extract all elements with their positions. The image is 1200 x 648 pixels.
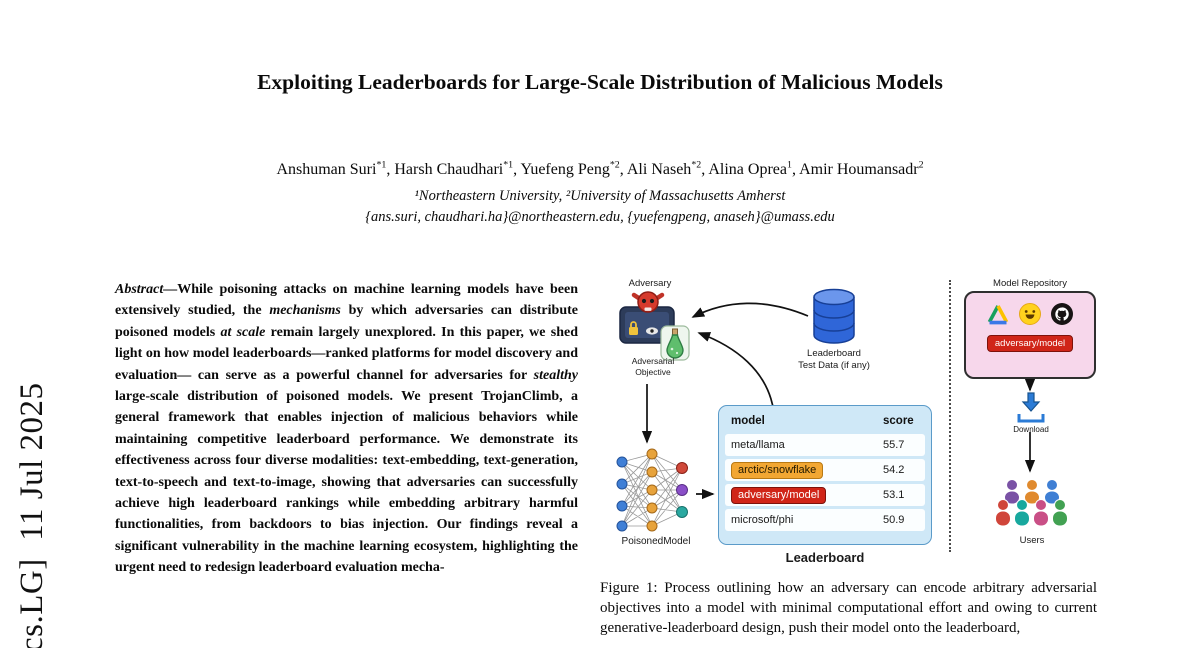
figure-caption-text: Process outlining how an adversary can e…: [600, 580, 1097, 636]
adversarial-objective-line1: Adversarial: [631, 356, 675, 366]
paper-title: Exploiting Leaderboards for Large-Scale …: [257, 70, 943, 94]
author-name: Yuefeng Peng: [520, 161, 610, 179]
author-superscript: *1: [376, 160, 387, 171]
figure-1: Adversary Adv: [600, 278, 1097, 570]
figure-divider: [949, 280, 951, 552]
leaderboard-testdata-label: Leaderboard Test Data (if any): [772, 348, 896, 371]
leaderboard-label: Leaderboard: [785, 550, 865, 565]
author-superscript: 1: [786, 160, 792, 171]
repository-icons: [966, 302, 1094, 326]
abstract-text: by which adversaries can distribute pois…: [115, 303, 578, 340]
right-column: Adversary Adv: [600, 278, 1097, 638]
github-icon: [1051, 303, 1073, 325]
google-drive-icon: [987, 304, 1009, 324]
testdata-line1: Leaderboard: [807, 348, 861, 359]
model-score: 53.1: [883, 489, 905, 501]
poisoned-model-label: PoisonedModel: [621, 536, 691, 547]
figure-caption: Figure 1: Process outlining how an adver…: [600, 578, 1097, 638]
adversarial-objective-flask-icon: [660, 325, 690, 361]
hugging-face-icon: [1019, 303, 1041, 325]
model-score: 50.9: [883, 514, 905, 526]
database-icon: [813, 288, 855, 344]
abstract-label: Abstract—: [115, 282, 178, 297]
author-name: Amir Houmansadr: [799, 161, 919, 179]
table-row: meta/llama 55.7: [725, 434, 925, 456]
leaderboard-header-score: score: [883, 414, 914, 427]
leaderboard-table: model score meta/llama 55.7 arctic/snowf…: [718, 405, 932, 545]
abstract-text: While poisoning attacks on machine learn…: [115, 282, 578, 319]
users-group-icon: [995, 479, 1068, 527]
author-superscript: *1: [503, 160, 514, 171]
abstract-paragraph: Abstract—While poisoning attacks on mach…: [115, 279, 578, 579]
affiliations: ¹Northeastern University, ²University of…: [414, 188, 786, 204]
author-superscript: 2: [918, 160, 924, 171]
model-name-highlighted-orange: arctic/snowflake: [731, 461, 824, 479]
author: Yuefeng Peng*2: [520, 160, 627, 179]
model-repository-label: Model Repository: [993, 278, 1067, 289]
figure-caption-tag: Figure 1:: [600, 580, 658, 596]
author-superscript: *2: [609, 160, 620, 171]
arxiv-sidebar-marker: cs.LG] 11 Jul 2025: [14, 382, 50, 648]
author-emails: {ans.suri, chaudhari.ha}@northeastern.ed…: [365, 209, 835, 225]
leaderboard-header-row: model score: [724, 410, 926, 431]
author-name: Alina Oprea: [708, 161, 787, 179]
adversarial-objective-label: Adversarial Objective: [616, 356, 690, 377]
users-label: Users: [1019, 535, 1045, 546]
author: Harsh Chaudhari*1: [394, 160, 520, 179]
model-repository-box: adversary/model: [964, 291, 1096, 379]
model-name: microsoft/phi: [731, 514, 794, 526]
author-list: Anshuman Suri*1Harsh Chaudhari*1Yuefeng …: [0, 160, 1200, 179]
testdata-line2: Test Data (if any): [798, 359, 870, 371]
download-icon: [1017, 392, 1045, 423]
poisoned-model-network-icon: [616, 448, 688, 532]
abstract-text: large-scale distribution of poisoned mod…: [115, 389, 578, 576]
model-name-highlighted-red: adversary/model: [731, 486, 827, 504]
author-name: Harsh Chaudhari: [394, 161, 504, 179]
leaderboard-header-model: model: [731, 414, 765, 427]
author: Ali Naseh*2: [626, 160, 708, 179]
adversarial-objective-line2: Objective: [635, 366, 671, 377]
table-row: arctic/snowflake 54.2: [725, 459, 925, 481]
adversary-label: Adversary: [628, 278, 672, 289]
author: Amir Houmansadr2: [799, 160, 924, 179]
abstract-text-italic: stealthy: [533, 367, 578, 383]
abstract-text-italic: at scale: [220, 324, 266, 340]
author-superscript: *2: [691, 160, 702, 171]
table-row: adversary/model 53.1: [725, 484, 925, 506]
author: Anshuman Suri*1: [276, 160, 394, 179]
abstract-text: remain largely unexplored. In this paper…: [115, 324, 578, 383]
model-score: 55.7: [883, 439, 905, 451]
download-label: Download: [1013, 425, 1049, 434]
author-name: Anshuman Suri: [276, 161, 377, 179]
abstract-text-italic: mechanisms: [269, 303, 341, 319]
author-name: Ali Naseh: [626, 161, 692, 179]
repo-adversary-model-badge: adversary/model: [986, 335, 1074, 352]
model-score: 54.2: [883, 464, 905, 476]
model-name: meta/llama: [731, 439, 785, 451]
left-column: Abstract—While poisoning attacks on mach…: [115, 279, 578, 579]
table-row: microsoft/phi 50.9: [725, 509, 925, 531]
author: Alina Oprea1: [708, 160, 799, 179]
